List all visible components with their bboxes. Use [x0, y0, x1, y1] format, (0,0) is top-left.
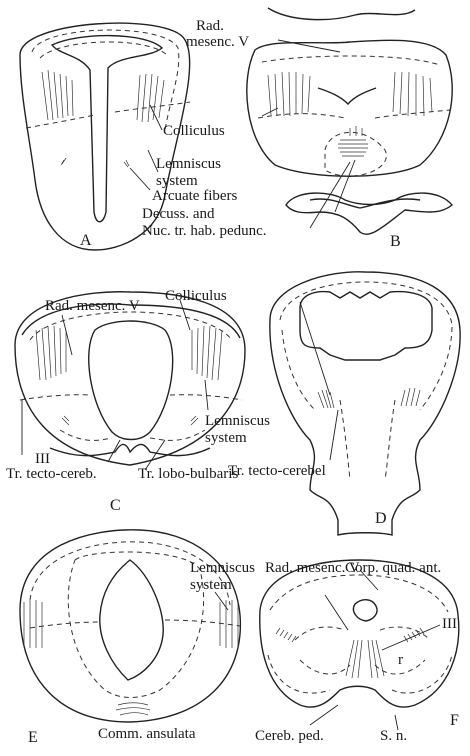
panel-a-hatching-right: [137, 74, 164, 122]
panel-e-hatching-left: [24, 600, 42, 648]
panel-e-ventricle: [100, 560, 163, 680]
panel-e-lemniscus-label-1: Lemniscus: [190, 560, 255, 576]
panel-b-rad-mesenc-label-2: mesenc. V: [186, 34, 249, 50]
panel-d-letter: D: [375, 510, 387, 527]
panel-b-hatching-right: [393, 72, 432, 116]
panel-c-tr-lobo-bulbaris-label: Tr. lobo-bulbaris: [138, 466, 238, 482]
panel-b-ventricle: [318, 88, 376, 104]
panel-c-stipple: [24, 398, 198, 425]
panel-f-ventricle: [353, 600, 377, 621]
panel-d: Tr. tecto-cerebel D: [228, 272, 460, 535]
panel-c-dash-horizontal: [20, 395, 242, 400]
panel-f-cereb-ped-label: Cereb. ped.: [255, 728, 324, 744]
panel-f-dash-tectum: [270, 575, 448, 612]
panel-b-top-curve: [268, 8, 415, 20]
panel-f-iii-label: III: [442, 616, 457, 632]
panel-a-ventricle: [52, 36, 162, 222]
panel-b-lower-circle: [325, 132, 386, 176]
panel-b-rad-mesenc-label-1: Rad.: [196, 18, 224, 34]
panel-a-colliculus-label: Colliculus: [163, 123, 225, 139]
panel-e: Lemniscus system Comm. ansulata E: [20, 530, 255, 746]
panel-c-hatching-right: [192, 326, 222, 380]
panel-f-r-label: r: [398, 652, 403, 668]
panel-c-lemniscus-label-1: Lemniscus: [205, 413, 270, 429]
panel-a-arcuate-label: Arcuate fibers: [152, 188, 238, 204]
panel-e-commissure: [116, 703, 150, 715]
panel-f-dash-inner: [295, 627, 430, 674]
panel-f-letter: F: [450, 712, 459, 729]
panel-b-letter: B: [390, 233, 401, 250]
panel-b-inner-dash-2: [258, 110, 450, 118]
panel-e-letter: E: [28, 729, 38, 746]
panel-c-hatching-left: [36, 326, 66, 380]
panel-c-lemniscus-label-2: system: [205, 430, 247, 446]
panel-c: Rad. mesenc. V Colliculus Lemniscus syst…: [6, 288, 270, 514]
panel-b-inner-dash: [262, 56, 440, 65]
panel-a-lemniscus-label-1: Lemniscus: [156, 156, 221, 172]
panel-c-ventricle: [89, 321, 173, 440]
panel-e-outline: [20, 530, 240, 722]
panel-c-colliculus-label: Colliculus: [165, 288, 227, 304]
panel-c-rad-mesenc-label: Rad. mesenc. V: [45, 298, 140, 314]
panel-f-hatching-left: [276, 628, 296, 642]
panel-a-letter: A: [80, 232, 92, 249]
panel-f-hatching-right: [404, 628, 424, 642]
panel-d-dash-right: [385, 400, 395, 480]
panel-f-outline: [260, 560, 459, 707]
panel-e-lemniscus-label-2: system: [190, 577, 232, 593]
panel-a-lemniscus-label-2: system: [156, 173, 198, 189]
panel-f: Rad. mesenc. V Corp. quad. ant. III r Ce…: [255, 560, 459, 744]
panel-d-hatching-left: [318, 390, 334, 408]
panel-b-decuss-label-2: Nuc. tr. hab. pedunc.: [142, 223, 267, 239]
panel-f-s-n-label: S. n.: [380, 728, 407, 744]
panel-a-hatching-left: [42, 70, 73, 120]
panel-f-corp-quad-label: Corp. quad. ant.: [345, 560, 441, 576]
panel-d-hatching-right: [401, 388, 420, 406]
panel-e-comm-ansulata-label: Comm. ansulata: [98, 726, 196, 742]
panel-b-decuss-label-1: Decuss. and: [142, 206, 215, 222]
panel-d-tr-tecto-cerebel-label: Tr. tecto-cerebel: [228, 463, 326, 479]
panel-b-decussation: [338, 126, 368, 156]
panel-c-iii-label: III: [35, 451, 50, 467]
panel-f-nerve-iii-fibers: [346, 640, 384, 678]
panel-d-ventricle: [300, 292, 432, 360]
panel-c-tr-tecto-cereb-label: Tr. tecto-cereb.: [6, 466, 97, 482]
panel-c-letter: C: [110, 497, 121, 514]
panel-e-dash-horizontal: [30, 620, 240, 628]
panel-a-arcuate-marks: [61, 158, 129, 167]
